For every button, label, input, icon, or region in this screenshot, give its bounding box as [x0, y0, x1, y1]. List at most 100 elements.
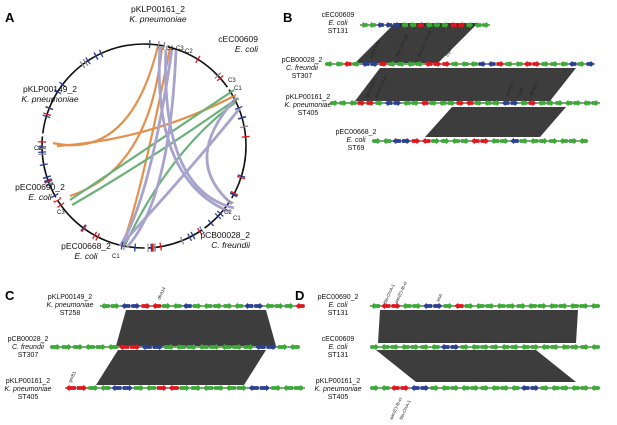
- gene-arrow: [118, 343, 129, 351]
- gene-arrow: [537, 99, 546, 107]
- gene-tick: [59, 81, 67, 88]
- gene-tick: [236, 175, 245, 180]
- plasmid-label-a6: pCB00028_2: [200, 230, 250, 240]
- gene-arrow: [549, 137, 558, 145]
- track-st: ST258: [60, 310, 81, 317]
- track-st: ST307: [18, 352, 39, 359]
- ring-gap: [200, 225, 207, 233]
- gene-arrow: [500, 343, 510, 351]
- gene-tick: [79, 61, 86, 69]
- link-orange-3: [56, 94, 237, 148]
- gene-tick: [45, 181, 54, 187]
- gene-arrow: [295, 302, 305, 310]
- gene-arrow: [379, 60, 388, 68]
- gene-arrow: [271, 384, 282, 392]
- gene-arrow: [375, 99, 384, 107]
- gene-arrow: [131, 302, 141, 310]
- track-species: K. pneumoniae: [284, 102, 331, 109]
- link-lavender-3: [118, 48, 174, 247]
- gene-arrow: [157, 384, 168, 392]
- gene-arrow: [357, 99, 366, 107]
- gene-arrow: [409, 21, 417, 29]
- gene-tick: [120, 241, 124, 250]
- gene-arrow: [192, 302, 202, 310]
- gene-arrow: [570, 343, 580, 351]
- gene-arrow: [540, 384, 550, 392]
- gene-arrow: [417, 21, 425, 29]
- link-lavender-4: [125, 49, 178, 248]
- gene-arrow: [530, 343, 540, 351]
- gene-label: dfrA12: [528, 82, 538, 97]
- gene-arrow: [579, 302, 589, 310]
- gene-arrow: [470, 137, 480, 145]
- gene-arrow: [469, 60, 478, 68]
- gene-arrow: [450, 343, 460, 351]
- gene-arrow: [451, 60, 460, 68]
- gene-arrow: [182, 302, 192, 310]
- track-species: E. coli: [328, 302, 348, 309]
- gene-arrow: [225, 384, 236, 392]
- gene-arrow: [402, 137, 411, 145]
- gene-arrow: [454, 302, 464, 310]
- gene-tick: [93, 52, 99, 60]
- gene-arrow: [443, 302, 454, 310]
- gene-tick: [80, 224, 87, 232]
- gene-arrow: [464, 302, 474, 310]
- cluster-label: C2: [34, 146, 42, 152]
- gene-arrow: [568, 60, 577, 68]
- track-id: cEC00609: [322, 12, 355, 19]
- species-label-a2: E. coli: [235, 44, 259, 54]
- gene-arrow: [111, 384, 122, 392]
- gene-arrow: [151, 302, 161, 310]
- gene-arrow: [179, 384, 191, 392]
- gene-arrow: [421, 137, 431, 145]
- gene-arrow: [380, 343, 390, 351]
- gene-arrow: [99, 384, 111, 392]
- gene-tick: [154, 243, 157, 252]
- track-st: ST69: [348, 145, 365, 152]
- gene-tick: [43, 178, 52, 183]
- plasmid-label-a4: pEC00690_2: [15, 182, 65, 192]
- gene-label: tetA: [435, 293, 443, 302]
- gene-arrow: [411, 99, 420, 107]
- gene-arrow: [540, 343, 550, 351]
- gene-arrow: [555, 99, 564, 107]
- gene-arrow: [519, 137, 529, 145]
- gene-arrow: [277, 343, 289, 351]
- gene-arrow: [370, 384, 380, 392]
- gene-arrow: [61, 343, 73, 351]
- gene-tick: [241, 135, 250, 138]
- gene-arrow: [441, 137, 450, 145]
- species-label-a6: C. freundii: [211, 240, 251, 250]
- gene-arrow: [458, 21, 466, 29]
- gene-arrow: [130, 343, 141, 351]
- gene-arrow: [392, 137, 401, 145]
- gene-arrow: [411, 137, 421, 145]
- gene-arrow: [348, 99, 357, 107]
- gene-arrow: [548, 302, 558, 310]
- gene-arrow: [172, 302, 182, 310]
- gene-arrow: [233, 302, 243, 310]
- gene-arrow: [529, 137, 539, 145]
- gene-arrow: [474, 21, 482, 29]
- gene-arrow: [429, 99, 438, 107]
- gene-arrow: [368, 21, 376, 29]
- gene-arrow: [289, 343, 300, 351]
- gene-tick: [179, 236, 185, 245]
- gene-tick: [42, 175, 51, 179]
- panel-letter-b: B: [283, 10, 292, 25]
- gene-arrow: [384, 21, 392, 29]
- track-st: ST131: [328, 28, 349, 35]
- gene-arrow: [433, 21, 441, 29]
- gene-arrow: [519, 99, 528, 107]
- gene-tick: [237, 174, 246, 178]
- track-id: pKLP00161_2: [316, 378, 360, 385]
- gene-label: dfrA14: [156, 286, 166, 301]
- panel-b: B cEC00609 E. coli ST131 pCB00028_2 C. f…: [282, 10, 600, 152]
- gene-tick: [57, 202, 65, 208]
- gene-arrow: [223, 302, 233, 310]
- gene-tick: [237, 115, 247, 120]
- gene-arrow: [366, 99, 375, 107]
- gene-arrow: [370, 343, 380, 351]
